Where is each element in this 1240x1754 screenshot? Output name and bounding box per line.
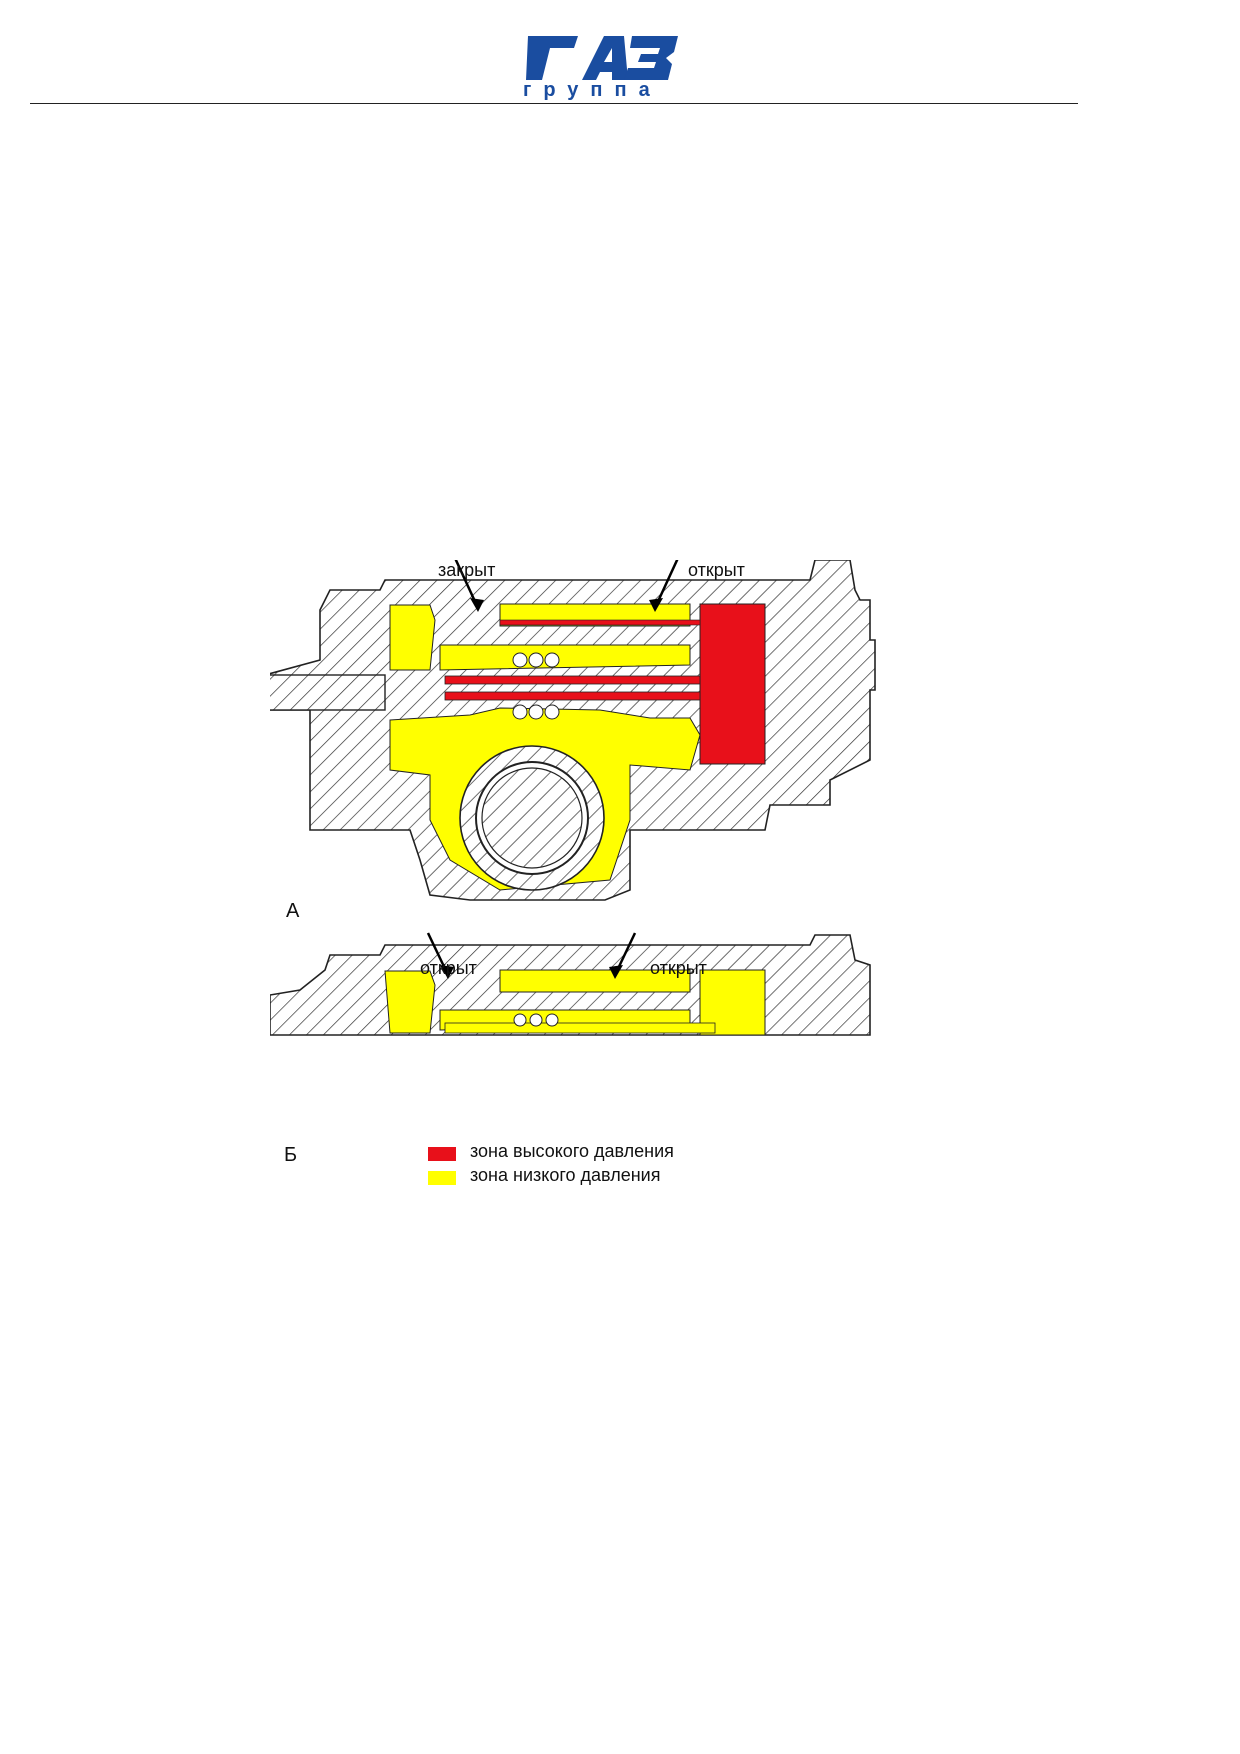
input-shaft-a [264, 674, 386, 711]
logo-subtext: группа [523, 79, 662, 101]
panel-label-a: А [286, 900, 300, 922]
gaz-group-logo: группа [520, 34, 682, 104]
gaz-logo-wordmark [526, 36, 678, 80]
label-a-right-open: открыт [688, 560, 745, 580]
legend-label-low-pressure: зона низкого давления [470, 1165, 661, 1185]
panel-label-b: Б [284, 1144, 298, 1166]
high-pressure-zone-a-chamber [699, 603, 766, 765]
low-pressure-zone-b-bottom [444, 1022, 716, 1034]
diagram-svg [264, 557, 876, 1036]
low-pressure-zone-b-left [384, 970, 436, 1034]
legend-label-high-pressure: зона высокого давления [470, 1141, 674, 1161]
label-a-left-closed: закрыт [438, 560, 496, 580]
high-pressure-channel-a-1 [444, 675, 701, 685]
low-pressure-zone-a-mid [439, 644, 691, 671]
recirculating-balls-a [512, 652, 560, 720]
diagram-b-drawing [269, 932, 871, 1036]
header-divider [30, 103, 1078, 104]
diagram-a-drawing [264, 557, 876, 901]
label-b-left-open: открыт [420, 958, 477, 978]
legend-swatch-high-pressure [428, 1147, 456, 1161]
high-pressure-channel-a-2 [444, 691, 701, 701]
high-pressure-channel-a-3 [499, 619, 701, 626]
legend-swatch-low-pressure [428, 1171, 456, 1185]
low-pressure-zone-a-left [389, 604, 436, 671]
recirculating-balls-b [513, 1013, 559, 1027]
steering-gear-diagram [264, 557, 910, 1205]
label-b-right-open: открыт [650, 958, 707, 978]
low-pressure-zone-b-top [499, 969, 691, 993]
